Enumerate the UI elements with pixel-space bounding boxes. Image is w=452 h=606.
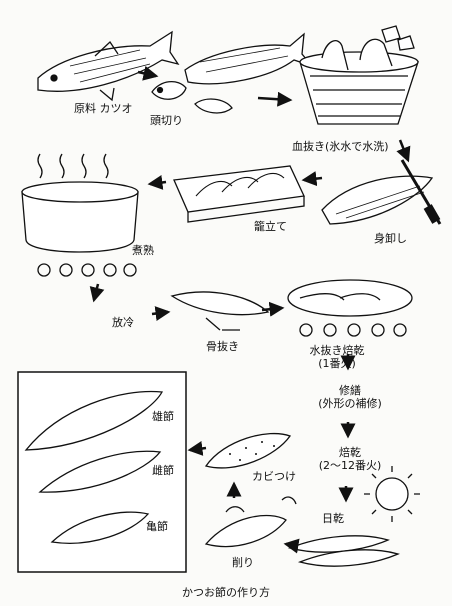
- turtle-bonito-fillet: [50, 511, 150, 544]
- raw-bonito-illustration: [37, 30, 180, 102]
- step-head-cut-label: 頭切り: [150, 114, 183, 127]
- step-sun-dry-label: 日乾: [322, 512, 344, 525]
- step-boiling-label: 煮熟: [132, 244, 154, 257]
- step-smoke-dry-label: 焙乾(2～12番火): [318, 446, 382, 472]
- flow-arrows: [89, 65, 411, 554]
- step-raw-fish-label: 原料 カツオ: [74, 102, 133, 115]
- sun-drying-illustration: [287, 535, 400, 567]
- step-smoke-first-label: 水抜き焙乾(1番火): [309, 344, 365, 370]
- product-female-label: 雌節: [152, 464, 174, 477]
- male-bonito-fillet: [24, 390, 164, 451]
- basket-illustration: [173, 165, 305, 223]
- sun-illustration: [364, 466, 420, 522]
- diagram-title: かつお節の作り方: [182, 586, 270, 599]
- step-bleeding-label: 血抜き(氷水で水洗): [292, 140, 389, 153]
- bleeding-tub-illustration: [299, 25, 419, 125]
- step-mold-label: カビつけ: [252, 470, 296, 483]
- female-bonito-fillet: [38, 450, 162, 493]
- step-shaving-label: 削り: [232, 556, 254, 569]
- product-male-label: 雄節: [152, 410, 174, 423]
- smoking-tray-illustration: [287, 279, 413, 337]
- head-cut-illustration: [151, 32, 314, 114]
- shaving-illustration: [204, 496, 297, 548]
- step-filleting-label: 身卸し: [374, 232, 407, 245]
- product-turtle-label: 亀節: [146, 520, 168, 533]
- step-basket-label: 籠立て: [254, 220, 287, 233]
- mold-bonito-illustration: [204, 432, 292, 469]
- step-repair-label: 修繕(外形の補修): [318, 384, 382, 410]
- products-illustration: [24, 390, 164, 544]
- filleting-illustration: [321, 159, 442, 225]
- boiling-pot-illustration: [21, 153, 139, 277]
- cooling-fillet-illustration: [170, 291, 270, 331]
- step-deboning-label: 骨抜き: [206, 340, 239, 353]
- step-cooling-label: 放冷: [112, 316, 134, 329]
